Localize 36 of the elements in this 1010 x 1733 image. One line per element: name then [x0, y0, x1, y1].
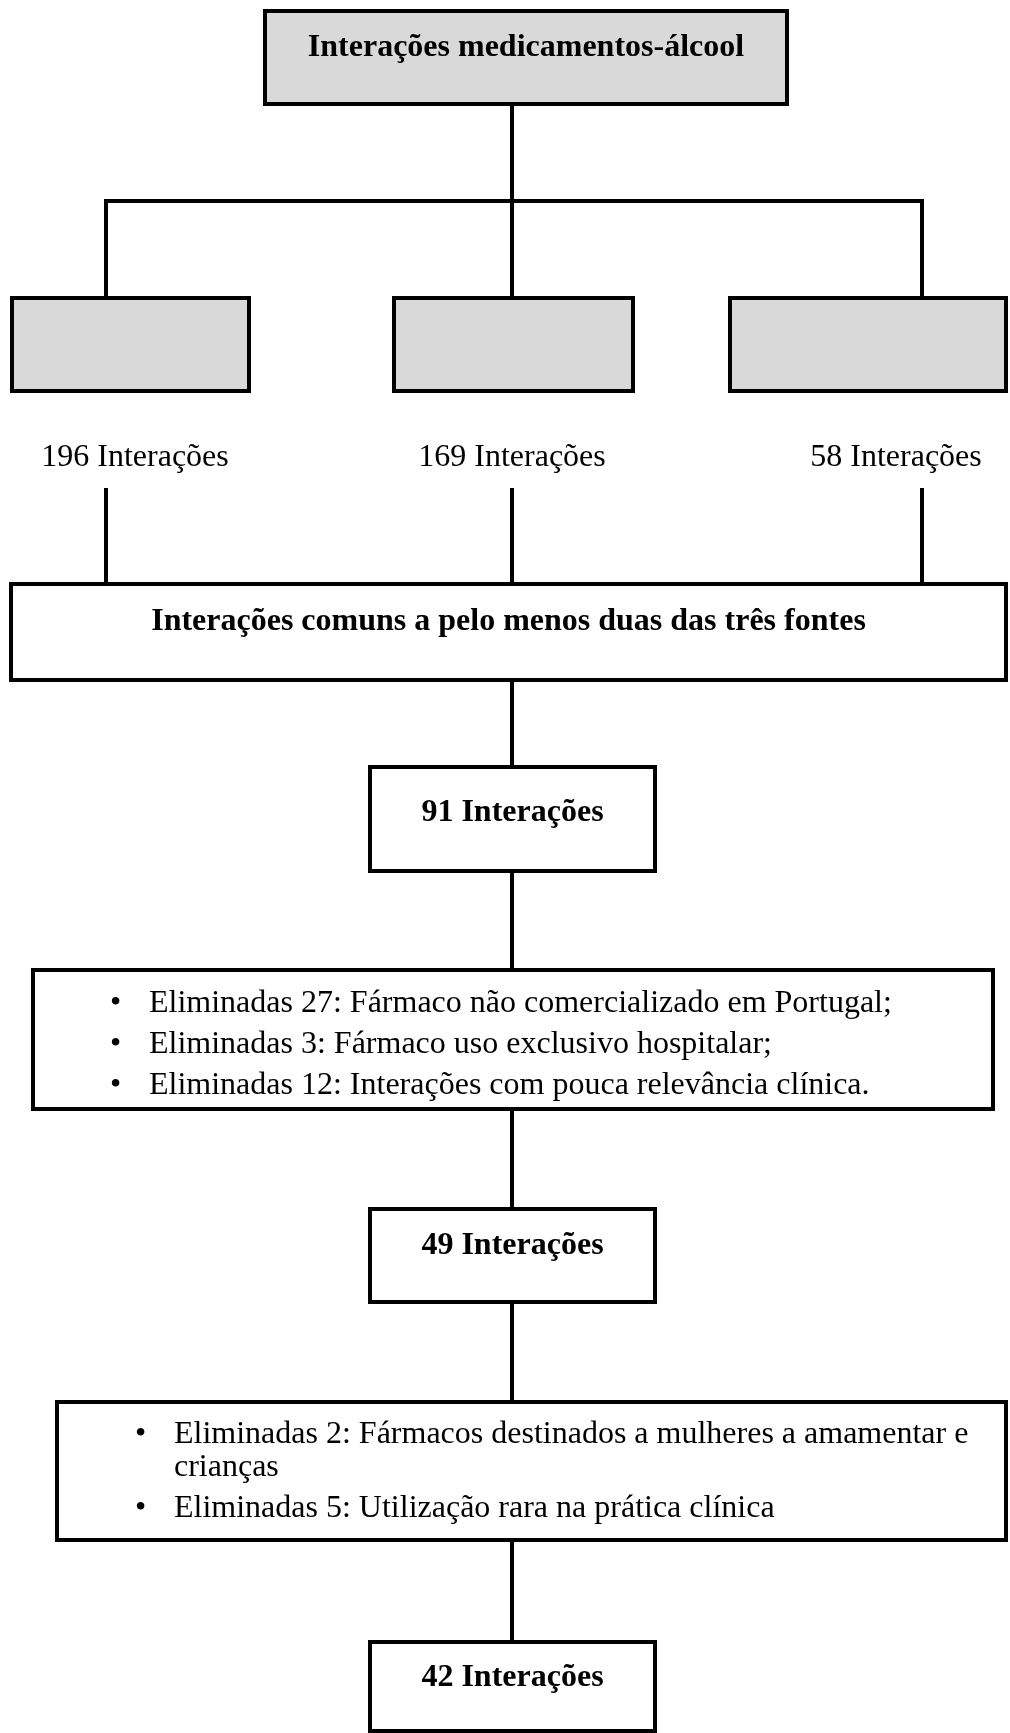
connector-line: [510, 1542, 514, 1640]
bullet-mark: •: [110, 1026, 123, 1059]
connector-line: [510, 682, 514, 765]
box-text: 91 Interações: [420, 791, 605, 830]
count-box: [368, 1640, 657, 1733]
source-box: [10, 296, 251, 393]
source-box: [728, 296, 1008, 393]
bullet-text: Eliminadas 3: Fármaco uso exclusivo hospitalar;: [149, 1026, 773, 1059]
box-text: 42 Interações: [420, 1656, 605, 1695]
box-text: 49 Interações: [420, 1224, 605, 1263]
bullet-text: Eliminadas 2: Fármacos destinados a mulheres a amamentar e crianças: [174, 1416, 970, 1482]
bullet-mark: •: [110, 1067, 123, 1100]
connector-line: [104, 488, 108, 582]
connector-line: [920, 488, 924, 582]
connector-line: [510, 488, 514, 582]
count-text: 196 Interações: [40, 436, 230, 475]
bullet-mark: •: [135, 1416, 148, 1452]
box-text: Interações medicamentos-álcool: [306, 26, 746, 65]
connector-line: [510, 873, 514, 968]
count-box: [368, 765, 657, 873]
exclusion-box: [31, 968, 995, 1111]
connector-line: [510, 1111, 514, 1207]
count-box: [368, 1207, 657, 1304]
bullet-mark: •: [135, 1490, 148, 1523]
exclusion-box: [55, 1400, 1008, 1542]
step-box: [9, 582, 1008, 682]
connector-line: [510, 1304, 514, 1400]
source-box: [392, 296, 635, 393]
bullet-text: Eliminadas 27: Fármaco não comercializado em Portugal;: [149, 985, 893, 1018]
bullet-text: Eliminadas 12: Interações com pouca relevância clínica.: [149, 1067, 871, 1100]
box-text: Interações comuns a pelo menos duas das três fontes: [150, 600, 867, 639]
count-text: 169 Interações: [417, 436, 607, 475]
count-text: 58 Interações: [809, 436, 983, 475]
title-box: [263, 9, 789, 106]
bullet-mark: •: [110, 985, 123, 1018]
bullet-text: Eliminadas 5: Utilização rara na prática clínica: [174, 1490, 776, 1523]
